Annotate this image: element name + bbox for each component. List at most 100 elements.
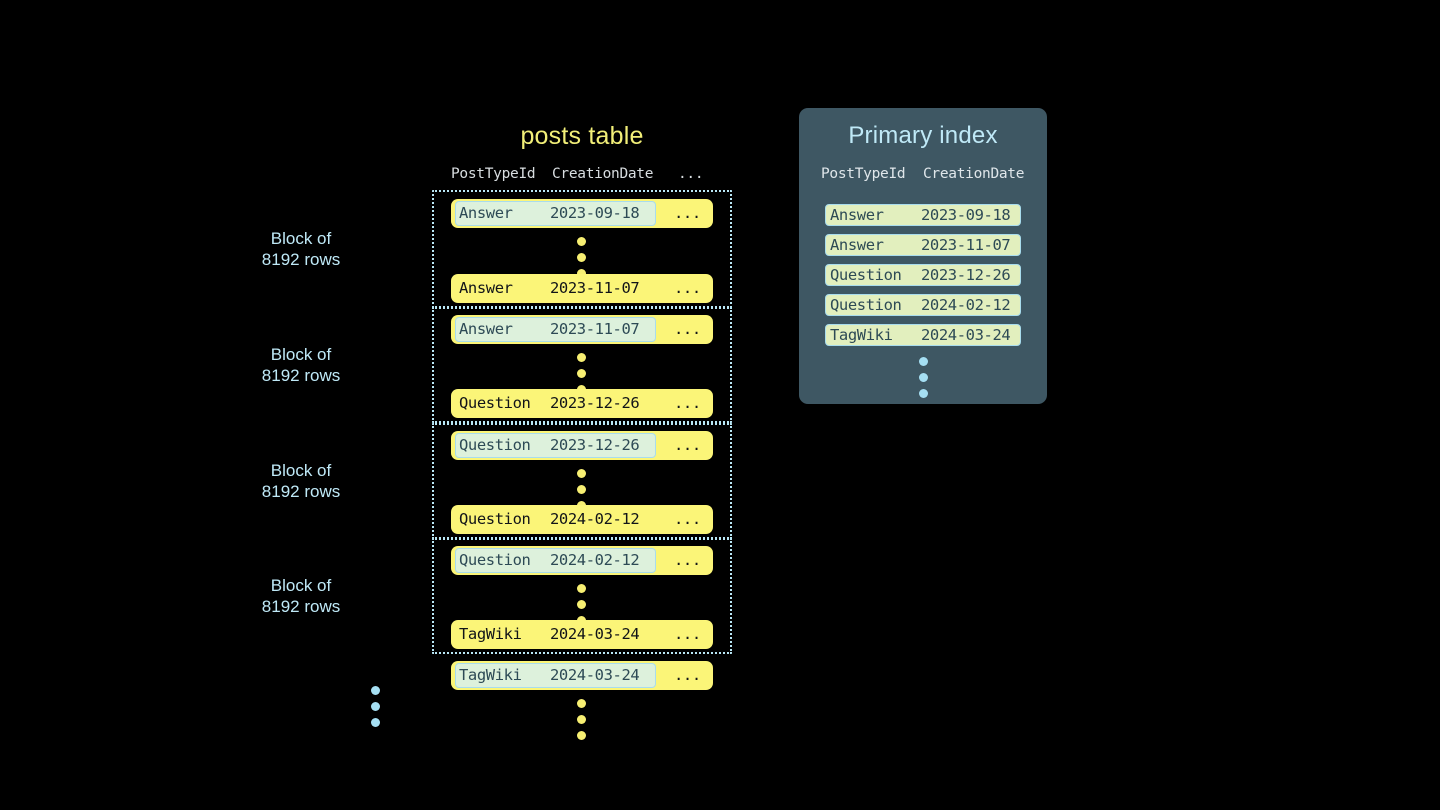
cell-post-type-id: Question	[459, 551, 531, 569]
cell-creation-date: 2023-11-07	[550, 279, 640, 297]
index-row[interactable]: Question 2023-12-26	[825, 264, 1021, 286]
cell-ellipsis: ...	[674, 666, 701, 684]
dot	[371, 718, 380, 727]
cell-post-type-id: Answer	[459, 320, 513, 338]
row-highlight-box	[455, 663, 656, 688]
cell-creation-date: 2023-11-07	[550, 320, 640, 338]
table-row[interactable]: TagWiki 2024-03-24 ...	[451, 620, 713, 649]
block-label-line-1: Block of	[270, 229, 332, 248]
block-label-2: Block of 8192 rows	[226, 344, 376, 386]
block-continuation-dots	[371, 686, 380, 734]
table-row[interactable]: Answer 2023-11-07 ...	[451, 315, 713, 344]
dot	[577, 699, 586, 708]
dot	[577, 237, 586, 246]
posts-table-column-headers: PostTypeId CreationDate ...	[433, 166, 731, 186]
table-row[interactable]: Answer 2023-11-07 ...	[451, 274, 713, 303]
row-content: TagWiki 2024-03-24 ...	[451, 620, 713, 649]
row-content: Question 2023-12-26 ...	[451, 431, 713, 460]
block-label-line-1: Block of	[270, 461, 332, 480]
cell-creation-date: 2023-12-26	[550, 436, 640, 454]
cell-post-type-id: Question	[830, 296, 902, 314]
dot	[577, 715, 586, 724]
table-row[interactable]: TagWiki 2024-03-24 ...	[451, 661, 713, 690]
cell-creation-date: 2024-03-24	[550, 625, 640, 643]
row-ellipsis-dots	[577, 237, 586, 285]
table-row[interactable]: Question 2023-12-26 ...	[451, 431, 713, 460]
index-row[interactable]: Question 2024-02-12	[825, 294, 1021, 316]
table-row[interactable]: Question 2023-12-26 ...	[451, 389, 713, 418]
block-label-4: Block of 8192 rows	[226, 575, 376, 617]
column-header-creation-date: CreationDate	[552, 166, 654, 182]
row-content: Answer 2023-09-18 ...	[451, 199, 713, 228]
cell-ellipsis: ...	[674, 204, 701, 222]
column-header-post-type-id: PostTypeId	[821, 166, 906, 182]
block-label-line-1: Block of	[270, 345, 332, 364]
cell-ellipsis: ...	[674, 320, 701, 338]
column-header-creation-date: CreationDate	[923, 166, 1025, 182]
primary-index-continuation-dots	[918, 357, 928, 405]
index-row[interactable]: TagWiki 2024-03-24	[825, 324, 1021, 346]
row-content: Question 2023-12-26 ...	[451, 389, 713, 418]
block-group-1: Block of 8192 rows Answer 2023-09-18 ...…	[262, 190, 732, 308]
cell-creation-date: 2023-09-18	[921, 206, 1011, 224]
row-content: Question 2024-02-12 ...	[451, 505, 713, 534]
cell-post-type-id: Question	[459, 436, 531, 454]
index-row[interactable]: Answer 2023-11-07	[825, 234, 1021, 256]
cell-creation-date: 2024-02-12	[921, 296, 1011, 314]
table-row[interactable]: Question 2024-02-12 ...	[451, 505, 713, 534]
primary-index-row-list: Answer 2023-09-18 Answer 2023-11-07 Ques…	[825, 204, 1021, 354]
cell-creation-date: 2023-12-26	[550, 394, 640, 412]
dot	[577, 269, 586, 278]
cell-creation-date: 2024-02-12	[550, 551, 640, 569]
row-content: Question 2024-02-12 ...	[451, 546, 713, 575]
cell-creation-date: 2023-12-26	[921, 266, 1011, 284]
cell-creation-date: 2024-03-24	[921, 326, 1011, 344]
cell-ellipsis: ...	[674, 551, 701, 569]
cell-post-type-id: Answer	[459, 204, 513, 222]
row-content: Answer 2023-11-07 ...	[451, 274, 713, 303]
block-label-line-1: Block of	[270, 576, 332, 595]
trailing-row-group: TagWiki 2024-03-24 ...	[432, 661, 732, 690]
block-dotted-border	[432, 538, 732, 654]
dot	[577, 731, 586, 740]
block-group-3: Block of 8192 rows Question 2023-12-26 .…	[262, 423, 732, 539]
cell-ellipsis: ...	[674, 436, 701, 454]
row-highlight-box	[455, 433, 656, 458]
primary-index-column-headers: PostTypeId CreationDate	[799, 166, 1047, 186]
row-highlight-box	[455, 548, 656, 573]
row-content: TagWiki 2024-03-24 ...	[451, 661, 713, 690]
cell-creation-date: 2023-11-07	[921, 236, 1011, 254]
block-label-3: Block of 8192 rows	[226, 460, 376, 502]
primary-index-title: Primary index	[848, 122, 998, 149]
block-group-4: Block of 8192 rows Question 2024-02-12 .…	[262, 538, 732, 654]
cell-post-type-id: TagWiki	[830, 326, 893, 344]
cell-post-type-id: Answer	[459, 279, 513, 297]
cell-post-type-id: Question	[459, 510, 531, 528]
dot	[577, 353, 586, 362]
cell-post-type-id: Answer	[830, 206, 884, 224]
cell-ellipsis: ...	[674, 625, 701, 643]
dot	[918, 389, 928, 398]
table-row[interactable]: Answer 2023-09-18 ...	[451, 199, 713, 228]
dot	[577, 253, 586, 262]
row-content: Answer 2023-11-07 ...	[451, 315, 713, 344]
block-group-2: Block of 8192 rows Answer 2023-11-07 ...…	[262, 307, 732, 423]
row-highlight-box	[455, 317, 656, 342]
cell-creation-date: 2024-02-12	[550, 510, 640, 528]
index-row[interactable]: Answer 2023-09-18	[825, 204, 1021, 226]
block-label-line-2: 8192 rows	[261, 250, 341, 269]
cell-creation-date: 2024-03-24	[550, 666, 640, 684]
dot	[577, 469, 586, 478]
dot	[371, 702, 380, 711]
row-highlight-box	[455, 201, 656, 226]
table-row[interactable]: Question 2024-02-12 ...	[451, 546, 713, 575]
cell-post-type-id: TagWiki	[459, 625, 522, 643]
dot	[918, 373, 928, 382]
dot	[371, 686, 380, 695]
cell-ellipsis: ...	[674, 510, 701, 528]
block-label-line-2: 8192 rows	[261, 482, 341, 501]
column-header-ellipsis: ...	[678, 166, 704, 182]
cell-ellipsis: ...	[674, 279, 701, 297]
posts-table-title: posts table	[520, 122, 644, 150]
